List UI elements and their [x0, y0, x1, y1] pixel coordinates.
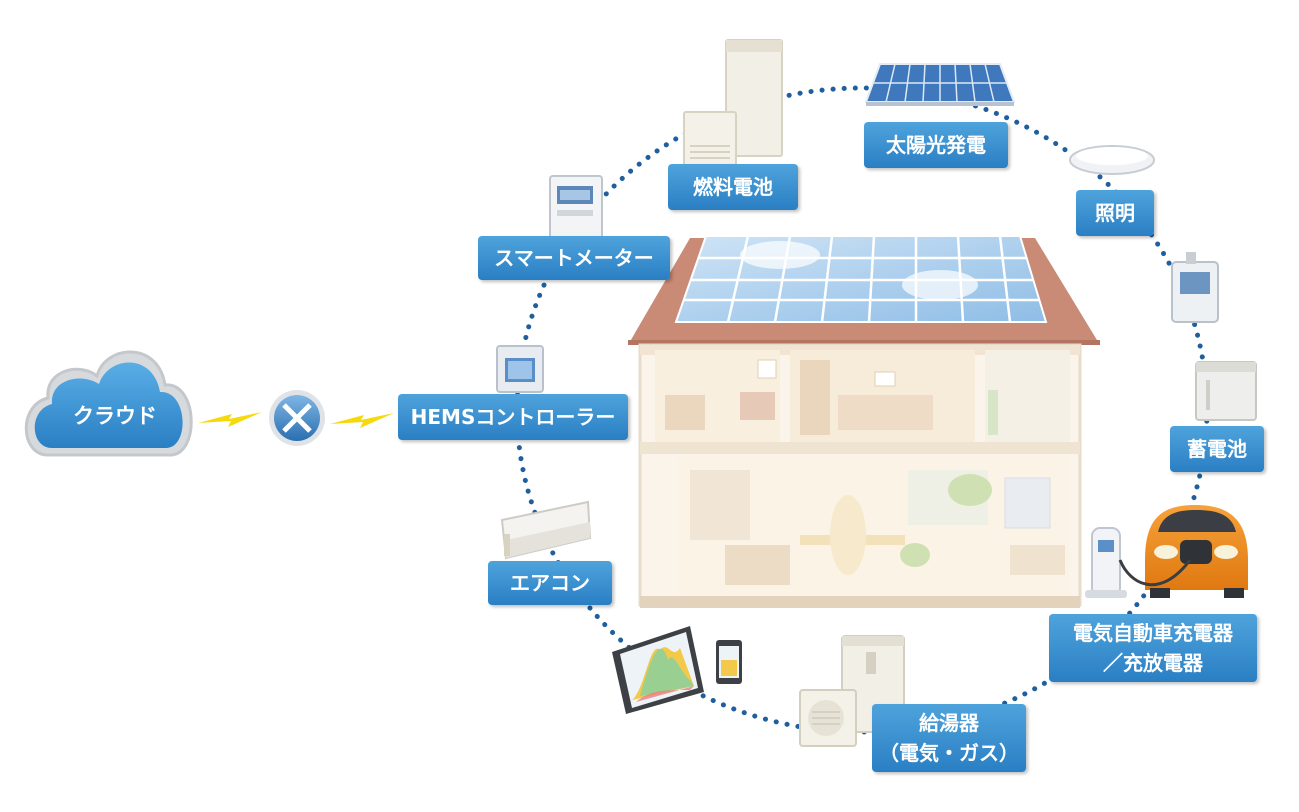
ev-charger-label: 電気自動車充電器 ／充放電器 [1049, 614, 1257, 682]
ceiling-light-icon [1069, 145, 1155, 175]
ev-car-icon [1118, 505, 1248, 598]
water-heater-line2: （電気・ガス） [879, 741, 1019, 765]
monitor-icon [612, 626, 742, 714]
fuel-cell-icon [683, 39, 783, 167]
lighting-label: 照明 [1076, 190, 1154, 236]
house-icon [628, 235, 1100, 608]
water-heater-line1: 給湯器 [919, 711, 979, 735]
cloud-icon [24, 350, 193, 457]
fuel-cell-label: 燃料電池 [668, 164, 798, 210]
lightning-icon [198, 412, 262, 427]
router-icon [269, 390, 325, 446]
smart-meter-label: スマートメーター [478, 236, 670, 280]
solar-power-label: 太陽光発電 [864, 122, 1008, 168]
smart-meter-icon [549, 175, 603, 239]
lightning-icon [330, 413, 394, 428]
aircon-label: エアコン [488, 561, 612, 605]
cloud-label: クラウド [73, 404, 157, 428]
battery-icon [1195, 361, 1257, 421]
storage-battery-label: 蓄電池 [1170, 426, 1264, 472]
aircon-icon [500, 500, 592, 560]
power-monitor-icon [1171, 252, 1219, 323]
ev-charger-line2: ／充放電器 [1103, 651, 1203, 675]
hems-controller-icon [496, 345, 544, 393]
ev-charger-line1: 電気自動車充電器 [1073, 621, 1233, 645]
water-heater-label: 給湯器 （電気・ガス） [872, 704, 1026, 772]
hems-controller-label: HEMSコントローラー [398, 394, 628, 440]
solar-panel-icon [864, 63, 1016, 106]
